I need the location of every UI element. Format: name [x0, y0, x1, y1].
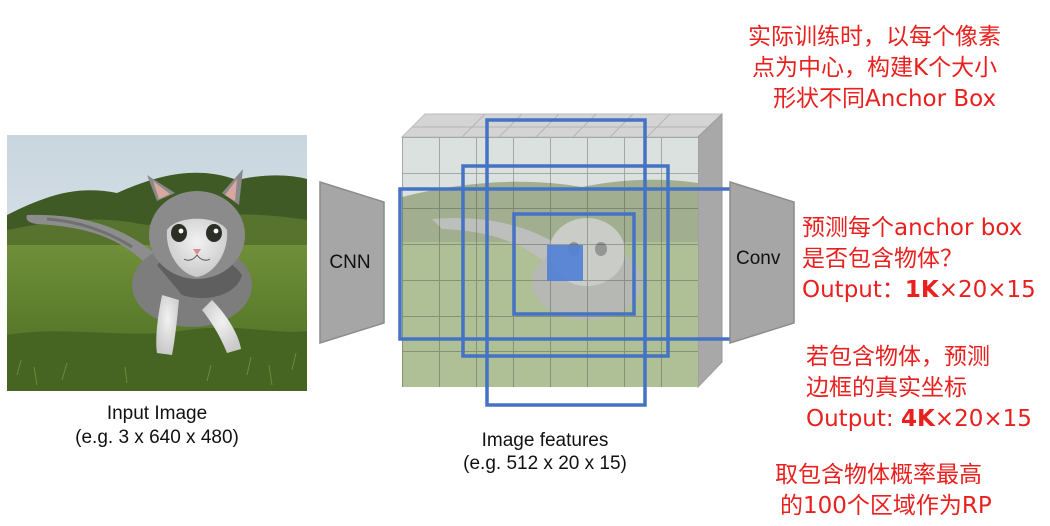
- objectness-output-count: 1K: [904, 277, 939, 303]
- regression-output-dims: ×20×15: [934, 406, 1032, 432]
- feature-map-cell: [440, 173, 477, 210]
- feature-map-cell: [403, 280, 440, 317]
- feature-map-cell: [403, 209, 440, 246]
- objectness-line-1: 预测每个anchor box: [802, 215, 1023, 241]
- feature-map-cell: [514, 173, 551, 210]
- proposal-line-2: 的100个区域作为RP: [780, 493, 992, 519]
- feature-map-cell: [403, 138, 440, 174]
- feature-map-cell: [551, 280, 588, 317]
- feature-map-cell: [403, 173, 440, 210]
- feature-map-cell: [403, 352, 440, 387]
- feature-map: [400, 112, 725, 392]
- anchor-box-medium: [461, 164, 670, 358]
- feature-map-cell: [662, 138, 698, 174]
- anchor-note: 实际训练时，以每个像素 点为中心，构建K个大小 形状不同Anchor Box: [748, 22, 1048, 115]
- feature-map-cell: [662, 352, 698, 387]
- feature-map-cell: [514, 316, 551, 353]
- anchor-box-wide: [398, 187, 734, 341]
- anchor-box-tall: [485, 118, 647, 407]
- objectness-output-dims: ×20×15: [938, 277, 1036, 303]
- feature-map-cell: [588, 245, 625, 281]
- input-image: [7, 135, 307, 391]
- feature-map-cell: [440, 280, 477, 317]
- feature-map-cell: [588, 352, 625, 387]
- feature-map-cell: [588, 280, 625, 317]
- objectness-output: Output：1K×20×15: [802, 275, 1047, 306]
- feature-map-cell: [514, 352, 551, 387]
- feature-map-caption: Image features (e.g. 512 x 20 x 15): [425, 429, 665, 475]
- feature-map-cell: [551, 138, 588, 174]
- feature-map-cell: [477, 352, 514, 387]
- anchor-note-line-2: 点为中心，构建K个大小: [752, 55, 998, 81]
- feature-map-cell: [588, 138, 625, 174]
- input-image-caption: Input Image (e.g. 3 x 640 x 480): [57, 402, 257, 450]
- regression-line-2: 边框的真实坐标: [806, 375, 967, 401]
- feature-map-caption-title: Image features: [481, 430, 609, 451]
- regression-output-count: 4K: [900, 406, 935, 432]
- feature-map-cell: [403, 245, 440, 281]
- feature-map-cell: [662, 281, 698, 317]
- feature-map-cell: [588, 173, 625, 210]
- feature-map-cell: [403, 316, 440, 353]
- feature-map-cell: [514, 138, 551, 174]
- regression-output-prefix: Output:: [806, 406, 901, 432]
- objectness-output-prefix: Output：: [802, 277, 905, 303]
- feature-map-cell: [440, 245, 477, 281]
- anchor-boxes: [398, 118, 734, 407]
- feature-map-cell: [551, 352, 588, 387]
- feature-map-cell: [588, 209, 625, 246]
- regression-output: Output: 4K×20×15: [806, 404, 1046, 435]
- feature-map-cell: [440, 352, 477, 387]
- anchor-box-small: [512, 212, 636, 316]
- feature-map-cell: [440, 209, 477, 246]
- feature-map-cell: [551, 316, 588, 353]
- regression-note: 若包含物体，预测 边框的真实坐标 Output: 4K×20×15: [806, 342, 1046, 435]
- conv-label: Conv: [736, 248, 781, 269]
- regression-line-1: 若包含物体，预测: [806, 344, 990, 370]
- feature-map-cell: [477, 138, 514, 174]
- objectness-note: 预测每个anchor box 是否包含物体？ Output：1K×20×15: [802, 213, 1047, 306]
- center-pixel-highlight: [547, 245, 583, 281]
- feature-map-cell: [662, 174, 698, 210]
- feature-map-cell: [514, 280, 551, 317]
- feature-map-cell: [477, 316, 514, 353]
- feature-map-cell: [662, 209, 698, 246]
- feature-map-caption-dims: (e.g. 512 x 20 x 15): [463, 453, 627, 474]
- feature-map-cell: [588, 316, 625, 353]
- cnn-block: [319, 180, 385, 345]
- feature-map-cell: [514, 209, 551, 246]
- objectness-line-2: 是否包含物体？: [802, 246, 963, 272]
- cnn-label: CNN: [329, 252, 371, 273]
- anchor-note-line-3: 形状不同Anchor Box: [773, 86, 997, 112]
- feature-map-cell: [551, 173, 588, 210]
- input-image-caption-title: Input Image: [106, 403, 208, 424]
- proposal-note: 取包含物体概率最高 的100个区域作为RP: [775, 460, 1045, 522]
- conv-block: [729, 180, 795, 345]
- feature-map-cell: [662, 245, 698, 281]
- feature-map-cell: [551, 209, 588, 246]
- feature-map-cell: [440, 316, 477, 353]
- anchor-note-line-1: 实际训练时，以每个像素: [748, 24, 1001, 50]
- feature-map-cell: [662, 317, 698, 353]
- proposal-line-1: 取包含物体概率最高: [775, 462, 982, 488]
- input-image-caption-dims: (e.g. 3 x 640 x 480): [75, 427, 239, 448]
- feature-map-cell: [477, 173, 514, 210]
- feature-map-cell: [440, 138, 477, 174]
